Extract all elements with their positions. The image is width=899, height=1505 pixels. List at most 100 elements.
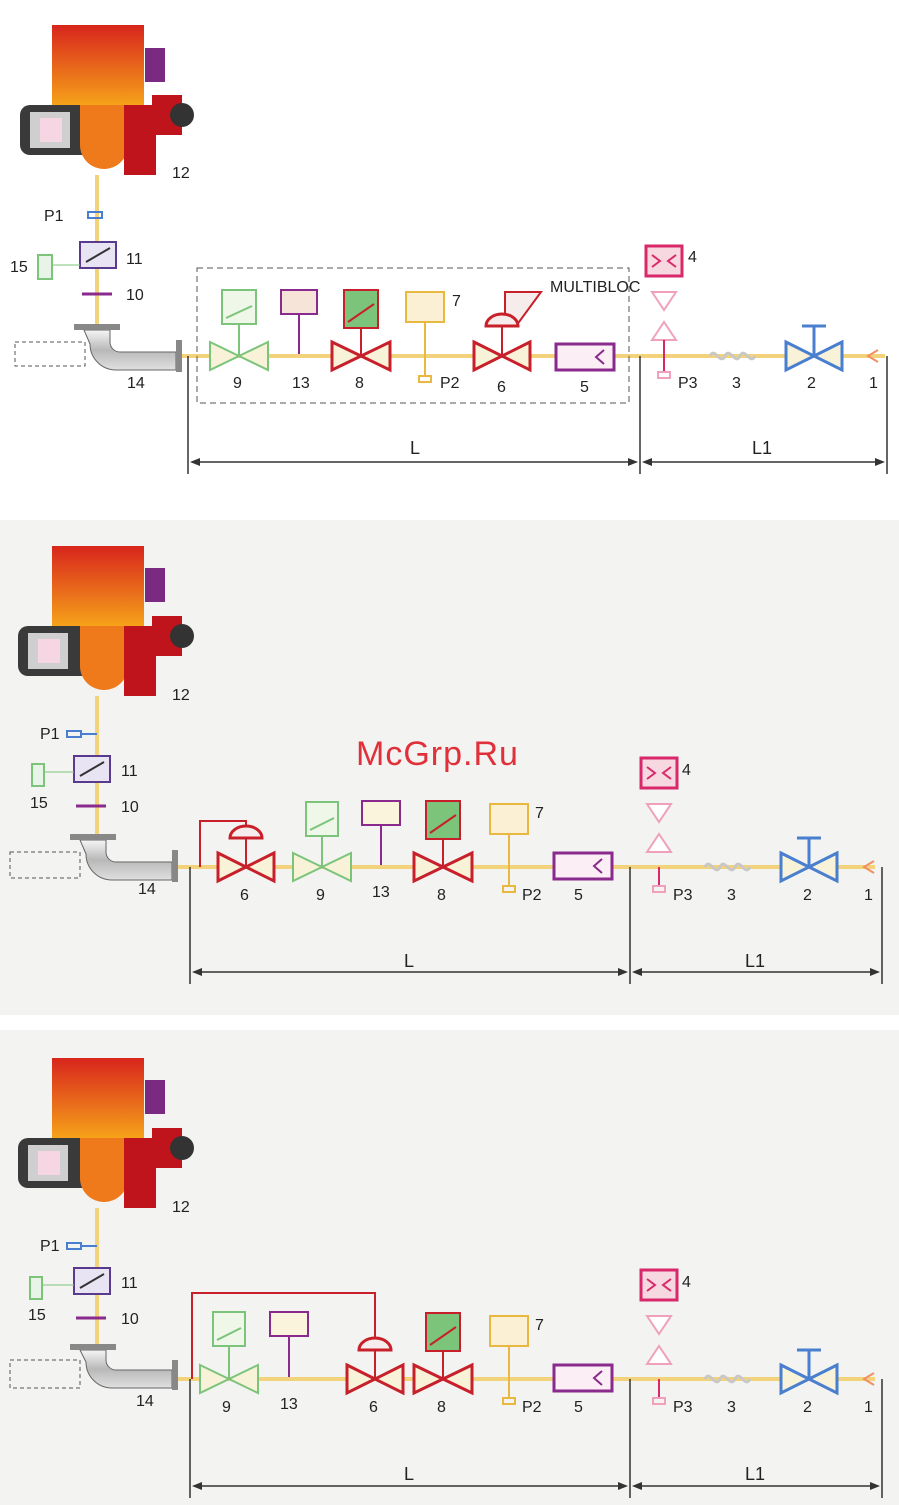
dimension-l: L (404, 1464, 414, 1484)
label-8: 8 (437, 1399, 446, 1416)
pressure-switch-13-icon (362, 801, 400, 865)
label-5: 5 (574, 887, 583, 904)
pressure-gauge-7-icon (406, 292, 444, 382)
label-4: 4 (682, 762, 691, 779)
label-13: 13 (280, 1396, 298, 1413)
label-13: 13 (372, 884, 390, 901)
elbow-pipe-icon (15, 324, 182, 372)
label-8: 8 (355, 375, 364, 392)
regulator-6-icon (200, 821, 274, 881)
label-2: 2 (803, 887, 812, 904)
flexible-hose-3-icon (710, 353, 755, 359)
pressure-tap-p1-icon (67, 1243, 81, 1249)
pressure-switch-4-icon (641, 758, 677, 892)
label-9: 9 (316, 887, 325, 904)
label-15: 15 (30, 795, 48, 812)
label-7: 7 (452, 293, 461, 310)
pressure-switch-13-icon (270, 1312, 308, 1377)
label-6: 6 (497, 379, 506, 396)
label-p3: P3 (678, 375, 698, 392)
manual-valve-2-icon (781, 1350, 837, 1393)
dimension-l1: L1 (752, 438, 772, 458)
label-1: 1 (864, 887, 873, 904)
label-11: 11 (121, 763, 138, 780)
burner-icon: 12 (20, 25, 194, 182)
label-2: 2 (807, 375, 816, 392)
label-2: 2 (803, 1399, 812, 1416)
pressure-tap-p1-icon (67, 731, 81, 737)
diagram-svg-1: 12 P1 11 10 15 14 MULTIBLOC 9 13 8 (0, 0, 899, 500)
burner-icon (18, 1058, 194, 1208)
filter-5-icon (554, 1365, 612, 1391)
label-p1: P1 (40, 726, 60, 743)
label-9: 9 (222, 1399, 231, 1416)
label-14: 14 (136, 1393, 154, 1410)
label-13: 13 (292, 375, 310, 392)
label-10: 10 (121, 1311, 139, 1328)
label-14: 14 (138, 881, 156, 898)
label-p1: P1 (44, 208, 64, 225)
pressure-switch-4-icon (646, 246, 682, 378)
gas-train-diagram-1: 12 P1 11 10 15 14 MULTIBLOC 9 13 8 (0, 0, 899, 500)
label-3: 3 (727, 887, 736, 904)
dimension-lines-2 (190, 867, 882, 984)
label-12: 12 (172, 165, 190, 182)
actuator-icon (38, 255, 52, 279)
elbow-pipe-icon (10, 1344, 178, 1390)
label-3: 3 (727, 1399, 736, 1416)
valve-9-icon (293, 802, 351, 881)
elbow-pipe-icon (10, 834, 178, 882)
filter-5-icon (554, 853, 612, 879)
label-p3: P3 (673, 1399, 693, 1416)
label-6: 6 (369, 1399, 378, 1416)
pressure-gauge-7-icon (490, 1316, 528, 1404)
label-1: 1 (869, 375, 878, 392)
label-11: 11 (126, 251, 143, 268)
label-4: 4 (682, 1274, 691, 1291)
label-10: 10 (126, 287, 144, 304)
diagram-svg-3: 12 P1 11 10 15 14 9 13 6 (0, 1030, 899, 1505)
label-12: 12 (172, 687, 190, 704)
filter-5-icon (556, 344, 614, 370)
regulator-6-icon (474, 292, 541, 370)
flexible-hose-3-icon (705, 1376, 750, 1382)
flexible-hose-3-icon (705, 864, 750, 870)
pressure-switch-13-icon (281, 290, 317, 354)
dimension-l1: L1 (745, 951, 765, 971)
dimension-lines-1 (188, 356, 887, 474)
label-10: 10 (121, 799, 139, 816)
label-12: 12 (172, 1199, 190, 1216)
dimension-l: L (404, 951, 414, 971)
label-6: 6 (240, 887, 249, 904)
label-15: 15 (10, 259, 28, 276)
dimension-l1: L1 (745, 1464, 765, 1484)
dimension-l: L (410, 438, 420, 458)
label-7: 7 (535, 805, 544, 822)
label-5: 5 (580, 379, 589, 396)
label-1: 1 (864, 1399, 873, 1416)
label-14: 14 (127, 375, 145, 392)
manual-valve-2-icon (781, 838, 837, 881)
label-11: 11 (121, 1275, 138, 1292)
label-p2: P2 (522, 887, 542, 904)
label-p2: P2 (522, 1399, 542, 1416)
regulator-6-icon (347, 1338, 403, 1393)
gas-train-diagram-3: 12 P1 11 10 15 14 9 13 6 (0, 1030, 899, 1505)
burner-icon (18, 546, 194, 696)
label-p3: P3 (673, 887, 693, 904)
label-p1: P1 (40, 1238, 60, 1255)
label-15: 15 (28, 1307, 46, 1324)
pressure-switch-4-icon (641, 1270, 677, 1404)
label-8: 8 (437, 887, 446, 904)
label-4: 4 (688, 249, 697, 266)
label-9: 9 (233, 375, 242, 392)
label-3: 3 (732, 375, 741, 392)
label-p2: P2 (440, 375, 460, 392)
multibloc-label: MULTIBLOC (550, 279, 640, 296)
watermark-text: McGrp.Ru (356, 735, 519, 774)
label-5: 5 (574, 1399, 583, 1416)
actuator-icon (32, 764, 44, 786)
manual-valve-2-icon (786, 326, 842, 370)
actuator-icon (30, 1277, 42, 1299)
pressure-gauge-7-icon (490, 804, 528, 892)
